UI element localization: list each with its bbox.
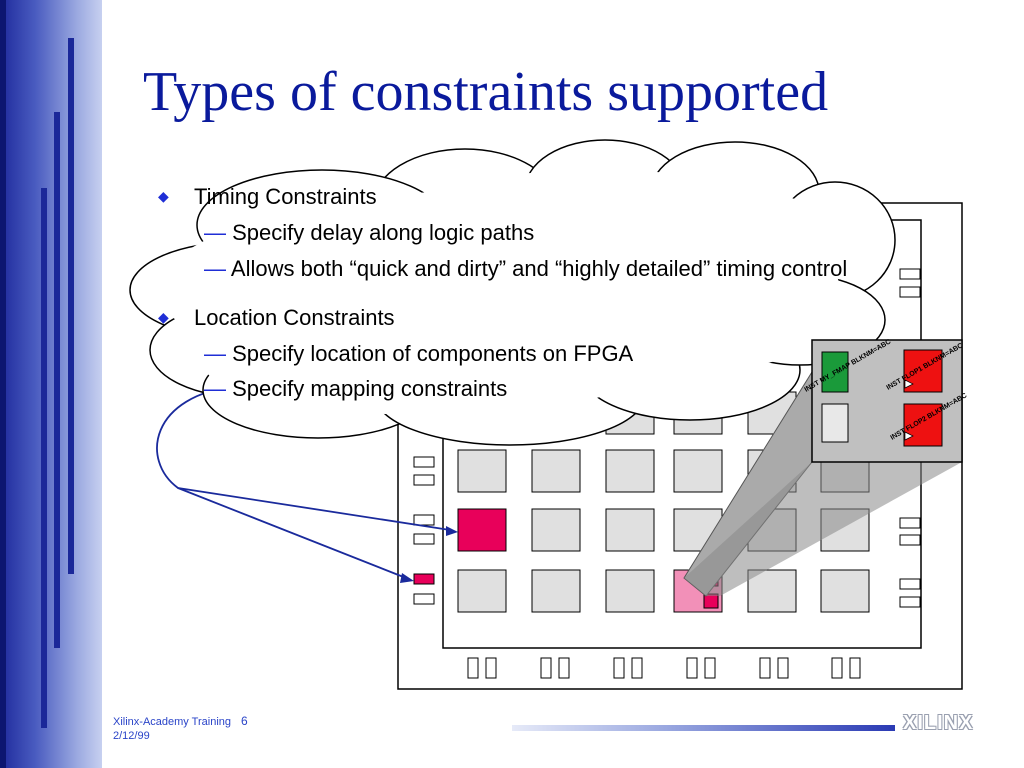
cloud-core (580, 290, 820, 370)
clb-detail: INST MY_FMAP BLKNM=ABC INST FLOP1 BLKNM=… (804, 338, 968, 463)
clb-block (457, 508, 507, 552)
flop2-clock-icon (904, 431, 914, 441)
footer-date: 2/12/99 (113, 730, 150, 742)
iob-pad (899, 286, 921, 298)
iob-pad (899, 268, 921, 280)
iob-pad (899, 534, 921, 546)
clb-block (605, 449, 655, 493)
iob-pad (704, 657, 716, 679)
cloud-core (200, 305, 660, 415)
footer-rule (512, 725, 895, 731)
fmap-block (821, 351, 849, 393)
iob-pad (899, 596, 921, 608)
iob-pad (631, 657, 643, 679)
clb-block (457, 569, 507, 613)
band-strip (0, 0, 6, 768)
footer-page-number: 6 (241, 714, 248, 728)
bullet-diamond-icon: ◆ (158, 309, 169, 325)
subbullet-delay: — Specify delay along logic paths (204, 220, 534, 246)
clb-block (605, 569, 655, 613)
gmap-block (821, 403, 849, 443)
iob-pad (485, 657, 497, 679)
band-line (54, 112, 60, 648)
subbullet-location: — Specify location of components on FPGA (204, 341, 633, 367)
zoom-beam-side (684, 462, 962, 596)
iob-pad (777, 657, 789, 679)
arrowhead (400, 573, 414, 583)
iob-pad (899, 578, 921, 590)
bullet-location: Location Constraints (194, 305, 395, 330)
iob-pad (413, 533, 435, 545)
subbullet-mapping-text: Specify mapping constraints (232, 376, 508, 401)
bullet-timing: Timing Constraints (194, 184, 377, 209)
iob-pad-highlight (413, 573, 435, 585)
clb-block (531, 508, 581, 552)
subbullet-delay-text: Specify delay along logic paths (232, 220, 535, 245)
iob-pad (759, 657, 771, 679)
footer-info: Xilinx-Academy Training 6 2/12/99 (113, 714, 248, 743)
subbullet-quick-dirty: — Allows both “quick and dirty” and “hig… (204, 256, 847, 282)
subbullet-mapping: — Specify mapping constraints (204, 376, 507, 402)
band-line (68, 38, 74, 574)
dash-icon: — (204, 376, 226, 401)
arrow-line (177, 487, 407, 579)
iob-pad (413, 456, 435, 468)
cloud-fill (160, 170, 840, 415)
iob-pad (413, 593, 435, 605)
bullet-diamond-icon: ◆ (158, 188, 169, 204)
iob-pad (558, 657, 570, 679)
iob-pad (849, 657, 861, 679)
subbullet-location-text: Specify location of components on FPGA (232, 341, 634, 366)
iob-group (413, 268, 921, 679)
iob-pad (467, 657, 479, 679)
flop1-clock-icon (904, 379, 914, 389)
clb-block (673, 449, 723, 493)
clb-block (747, 569, 797, 613)
clb-block (605, 508, 655, 552)
band-line (41, 188, 47, 728)
clb-block (457, 449, 507, 493)
subbullet-quick-dirty-text: Allows both “quick and dirty” and “highl… (230, 256, 848, 281)
clb-block (531, 449, 581, 493)
dash-icon: — (204, 256, 226, 281)
iob-pad (686, 657, 698, 679)
iob-pad (831, 657, 843, 679)
flop2-block (903, 403, 943, 447)
iob-pad (413, 514, 435, 526)
clb-block (820, 569, 870, 613)
dash-icon: — (204, 220, 226, 245)
clb-block (531, 569, 581, 613)
xilinx-logo: XILINX (903, 712, 974, 734)
arrowhead (446, 526, 458, 536)
iob-pad (613, 657, 625, 679)
iob-pad (413, 474, 435, 486)
slide-title: Types of constraints supported (143, 61, 829, 123)
dash-icon: — (204, 341, 226, 366)
left-decorative-band (0, 0, 102, 768)
iob-pad (899, 517, 921, 529)
footer-course: Xilinx-Academy Training (113, 716, 231, 728)
cloud-core (360, 170, 840, 310)
iob-pad (540, 657, 552, 679)
